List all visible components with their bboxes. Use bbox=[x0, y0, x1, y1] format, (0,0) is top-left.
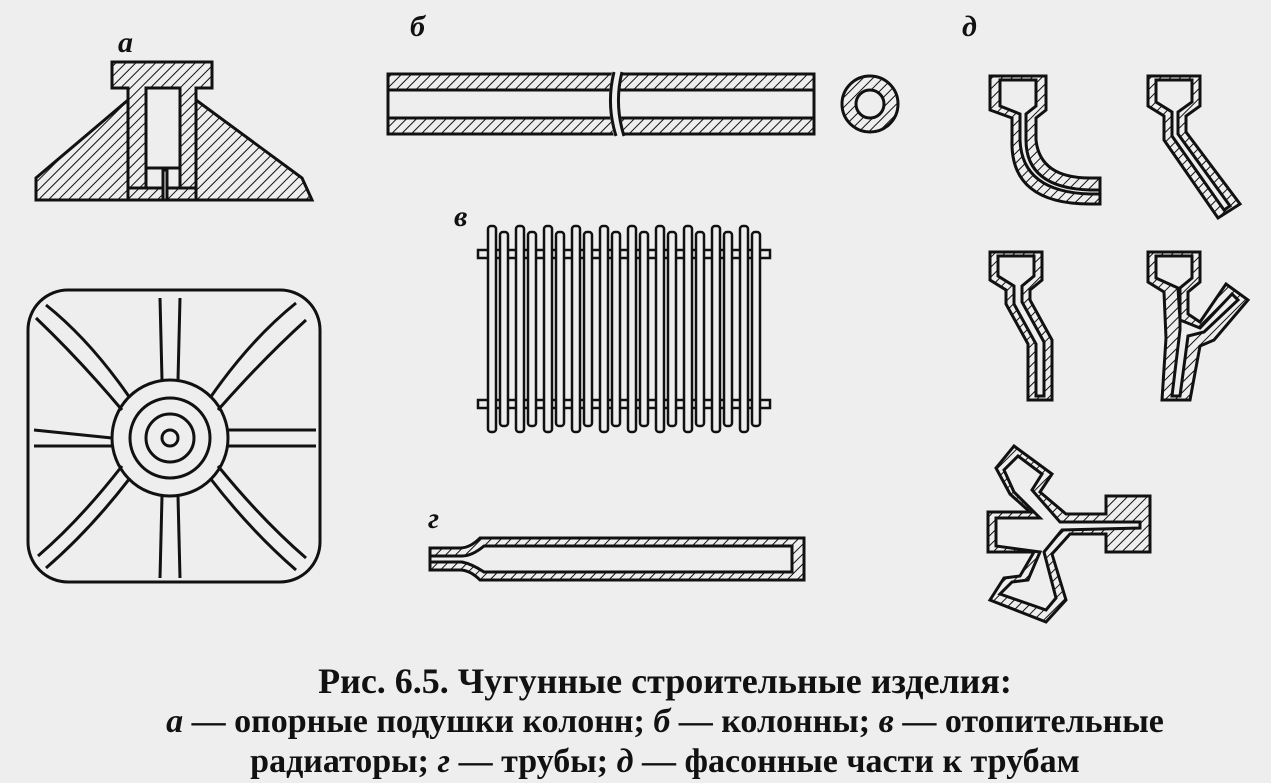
radiator-fin bbox=[610, 230, 622, 428]
caption-desc-d: — фасонные части к трубам bbox=[633, 743, 1080, 780]
radiator-fin bbox=[694, 230, 706, 428]
label-d: д bbox=[962, 10, 977, 43]
figure-caption: Рис. 6.5. Чугунные строительные изделия:… bbox=[160, 660, 1170, 782]
radiator-fin bbox=[722, 230, 734, 428]
radiator-hub-1 bbox=[476, 398, 772, 410]
column-support-pad-section bbox=[34, 60, 315, 202]
pipe-section bbox=[428, 536, 806, 582]
radiator-fin bbox=[526, 230, 538, 428]
radiator-section bbox=[542, 224, 554, 434]
caption-key-a: а bbox=[166, 703, 184, 740]
radiator-section bbox=[626, 224, 638, 434]
pipe-fitting-cross bbox=[986, 443, 1152, 624]
caption-desc-g: — трубы; bbox=[450, 743, 617, 780]
caption-desc-b: — колонны; bbox=[670, 703, 879, 740]
radiator-hub-0 bbox=[476, 248, 772, 260]
column-cross-section bbox=[840, 74, 900, 134]
label-a: а bbox=[118, 26, 133, 59]
radiator-fin bbox=[666, 230, 678, 428]
radiator-section bbox=[486, 224, 498, 434]
radiator-section bbox=[738, 224, 750, 434]
label-g: г bbox=[428, 502, 440, 535]
radiator-section bbox=[514, 224, 526, 434]
caption-line-2: радиаторы; г — трубы; д — фасонные части… bbox=[160, 742, 1170, 782]
caption-desc-v-cont: радиаторы; bbox=[250, 743, 438, 780]
label-v: в bbox=[454, 200, 468, 233]
radiator-section bbox=[570, 224, 582, 434]
caption-key-v: в bbox=[878, 703, 894, 740]
heating-radiator bbox=[476, 224, 772, 434]
radiator-section bbox=[682, 224, 694, 434]
caption-key-b: б bbox=[653, 703, 671, 740]
column-support-pad-plan bbox=[26, 288, 322, 584]
radiator-section bbox=[598, 224, 610, 434]
pipe-fitting-bend bbox=[1146, 74, 1243, 221]
caption-key-g: г bbox=[437, 743, 451, 780]
caption-title: Рис. 6.5. Чугунные строительные изделия: bbox=[318, 661, 1012, 701]
radiator-fin bbox=[750, 230, 762, 428]
radiator-fin bbox=[582, 230, 594, 428]
caption-desc-v: — отопительные bbox=[893, 703, 1164, 740]
radiator-fin bbox=[638, 230, 650, 428]
caption-line-1: а — опорные подушки колонн; б — колонны;… bbox=[160, 702, 1170, 742]
caption-desc-a: — опорные подушки колонн; bbox=[183, 703, 654, 740]
label-b: б bbox=[410, 10, 425, 43]
radiator-section bbox=[654, 224, 666, 434]
column-support-pad-core bbox=[144, 86, 182, 202]
caption-key-d: д bbox=[616, 743, 634, 780]
radiator-fin bbox=[554, 230, 566, 428]
pipe-fitting-tee bbox=[1146, 250, 1251, 402]
column-longitudinal bbox=[386, 68, 816, 140]
radiator-fin bbox=[498, 230, 510, 428]
pipe-fitting-offset bbox=[988, 250, 1054, 402]
pipe-fitting-elbow bbox=[988, 74, 1102, 206]
radiator-section bbox=[710, 224, 722, 434]
